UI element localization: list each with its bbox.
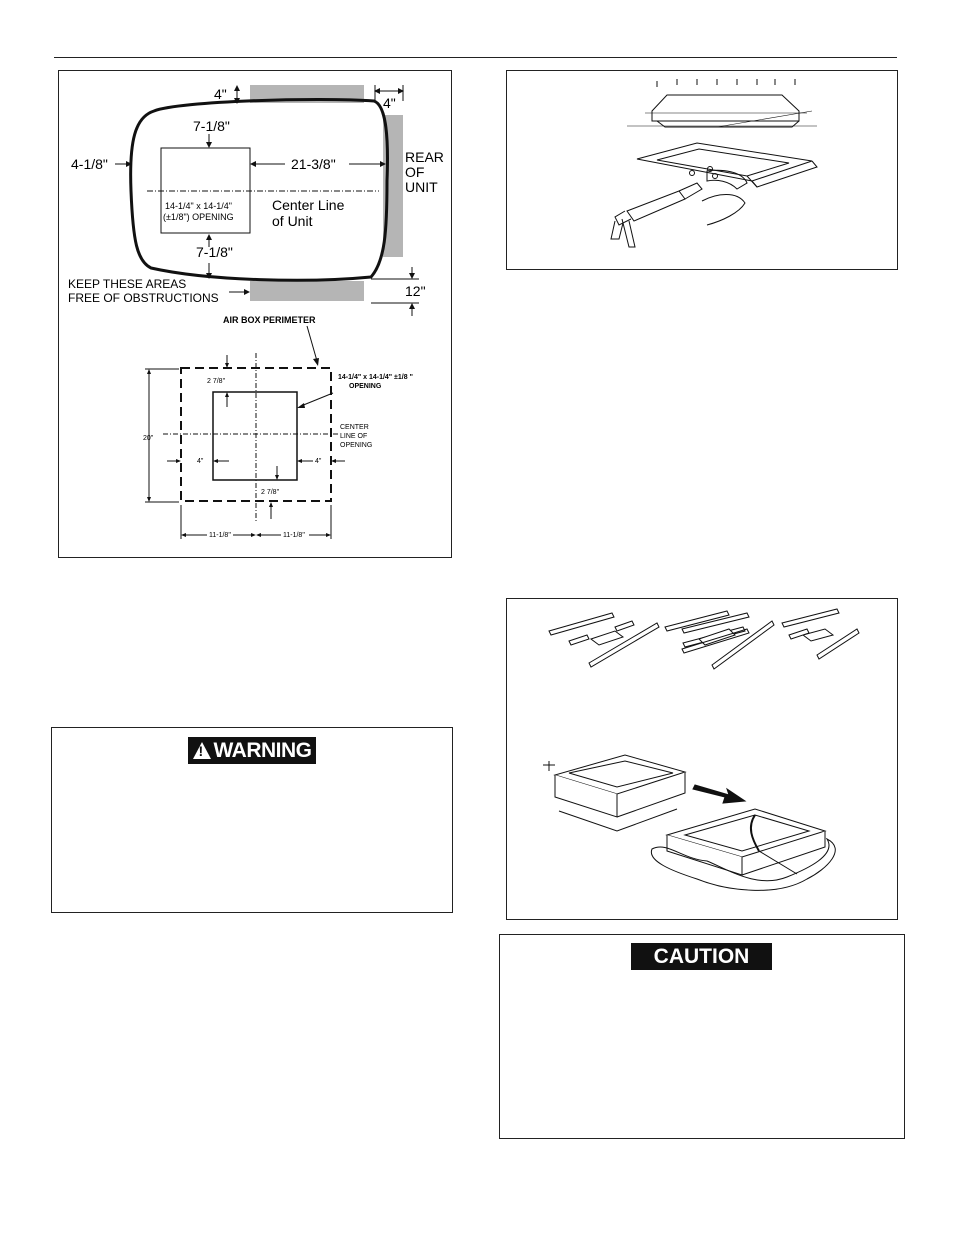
centerline-label-1: Center Line [272,197,345,213]
frame-set-3 [781,608,840,628]
caution-box: CAUTION [499,934,905,1139]
caution-badge: CAUTION [631,943,772,970]
clearance-strip-bottom [250,281,364,301]
figure-framing [506,598,898,920]
dim-12: 12" [405,283,426,299]
airbox-bottom-278: 2 7/8" [261,489,280,496]
figure-opening-layout: 4" 4" 7-1/8" 4-1/8" 21-3/8" REAR OF UNIT… [58,70,452,558]
airbox-title: AIR BOX PERIMETER [223,315,316,325]
frame-set-1 [548,612,615,636]
unit-top-illustration [651,94,800,122]
opening-label-2: (±1/8") OPENING [163,212,234,222]
airbox-opening-label-2: OPENING [349,383,382,390]
figure-caulking [506,70,898,270]
warning-label: WARNING [213,738,313,762]
warning-triangle-icon [192,742,211,759]
warning-badge: WARNING [188,737,316,764]
center-line-label-3: OPENING [340,442,372,449]
frame-set-2 [664,610,730,632]
framing-illustration [543,608,860,891]
rear-label-2: OF [405,164,424,180]
airbox-right-4: 4" [315,458,322,465]
airbox-opening [212,391,298,481]
airbox-left-4: 4" [197,458,204,465]
dim-left-418: 4-1/8" [71,156,108,172]
dim-top-4: 4" [214,86,227,102]
warning-box: WARNING [51,727,453,913]
placement-arrow [692,784,747,804]
dim-right-4: 4" [383,95,396,111]
unit-outline [129,97,389,282]
dim-bottom-718: 7-1/8" [196,244,233,260]
rear-label-1: REAR [405,149,444,165]
caulk-gun [626,190,686,222]
airbox-opening-label-1: 14-1/4" x 14-1/4" ±1/8 " [338,374,413,381]
airbox-bottom-right-1118: 11-1/8" [283,532,305,539]
hand [701,194,746,226]
opening-layout-diagram: 4" 4" 7-1/8" 4-1/8" 21-3/8" REAR OF UNIT… [68,85,444,539]
keep-clear-2: FREE OF OBSTRUCTIONS [68,291,219,305]
caulking-illustration [610,79,818,248]
airbox-top-278: 2 7/8" [207,378,226,385]
caution-label: CAUTION [653,944,750,968]
keep-clear-1: KEEP THESE AREAS [68,277,186,291]
rear-label-3: UNIT [405,179,438,195]
dim-top-718: 7-1/8" [193,118,230,134]
header-rule [54,57,897,58]
airbox-bottom-left-1118: 11-1/8" [209,532,231,539]
centerline-label-2: of Unit [272,213,313,229]
dim-right-2138: 21-3/8" [291,156,336,172]
opening-label-1: 14-1/4" x 14-1/4" [165,201,232,211]
airbox-dim-20: 20" [143,435,154,442]
center-line-label-1: CENTER [340,424,369,431]
center-line-label-2: LINE OF [340,433,367,440]
